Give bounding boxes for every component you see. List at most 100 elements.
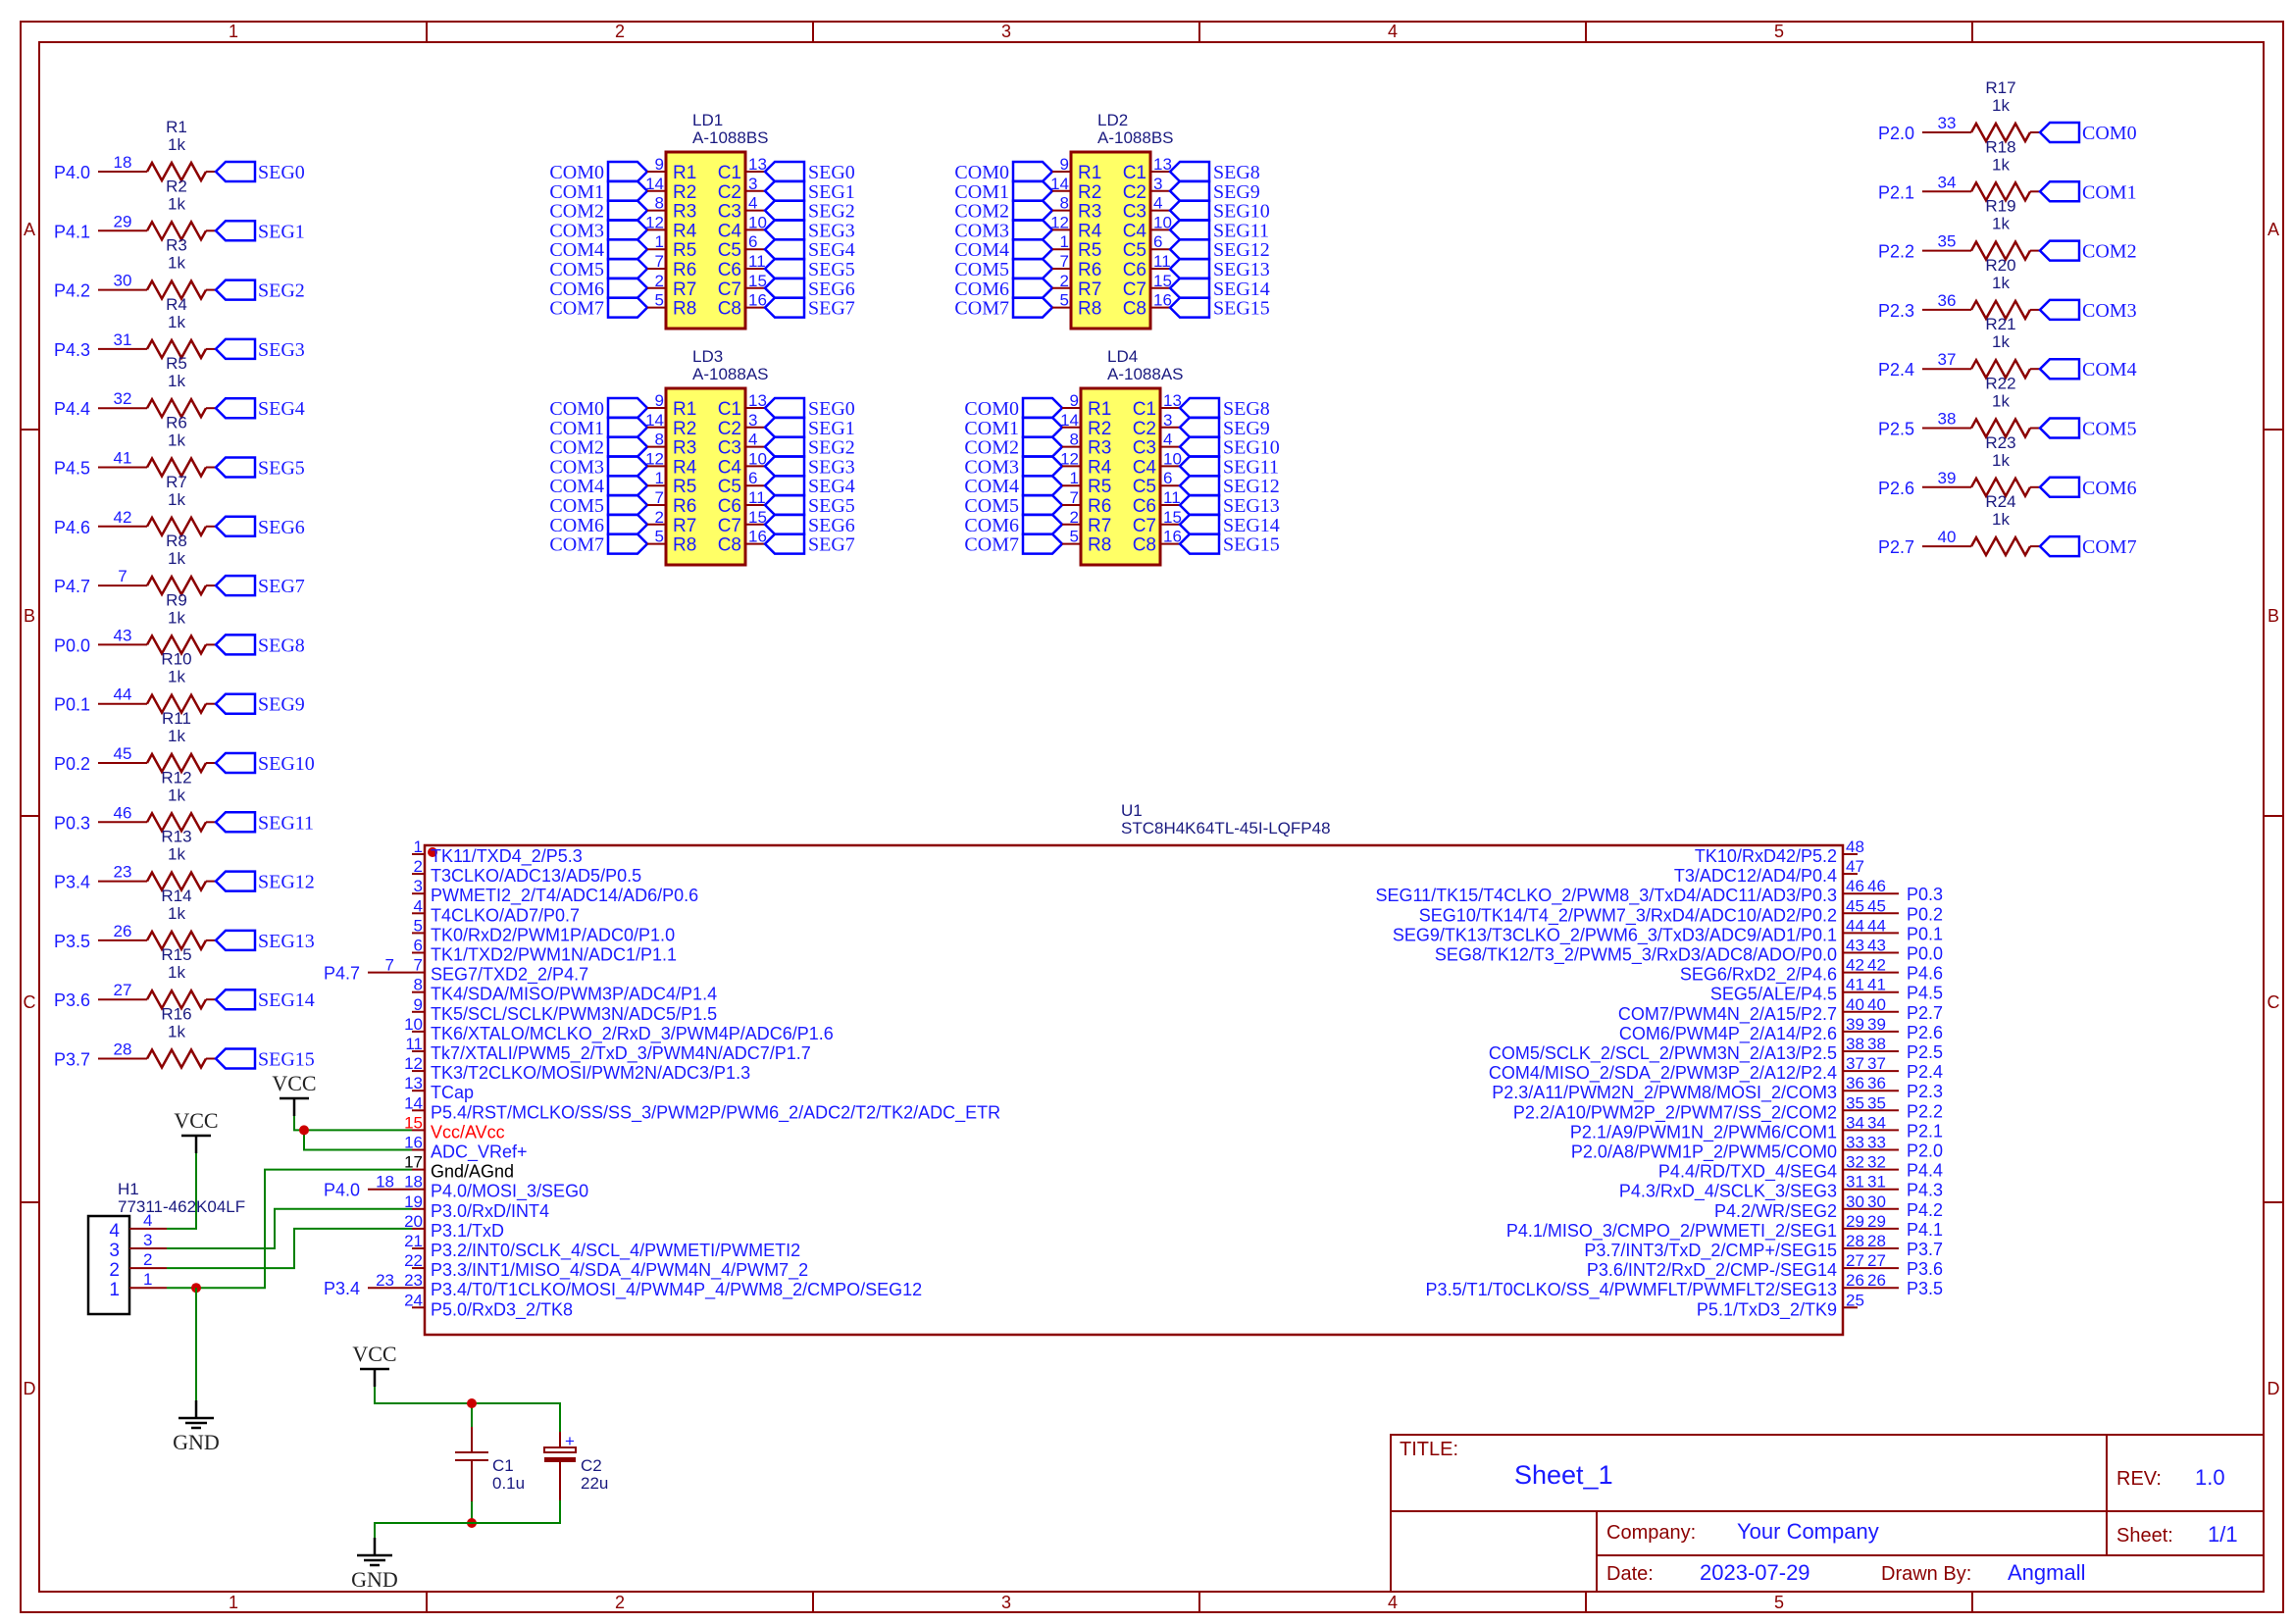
pin-number: 23: [376, 1271, 394, 1290]
pin-name: TK5/SCL/SCLK/PWM3N/ADC5/P1.5: [431, 1004, 717, 1024]
col-pin-name: C4: [718, 457, 742, 478]
resistor-symbol: [145, 751, 208, 775]
net-port-icon: [1168, 237, 1211, 261]
net-port-icon: [1021, 474, 1064, 497]
net-port-icon: [1011, 160, 1054, 183]
net-label: SEG11: [1223, 456, 1279, 478]
pin-name: T3CLKO/ADC13/AD5/P0.5: [431, 866, 641, 886]
net-label: SEG4: [808, 239, 855, 261]
row-pin-name: R2: [1088, 419, 1111, 439]
port-label: P2.0: [1878, 124, 1914, 143]
pin-number: 15: [1163, 508, 1182, 527]
pin-name: TK10/RxD42/P5.2: [1695, 846, 1837, 866]
row-pin-name: R8: [1078, 299, 1101, 320]
resistor-value: 1k: [1992, 332, 2010, 351]
net-label: SEG3: [258, 339, 305, 361]
pin-name: TK6/XTALO/MCLKO_2/RxD_3/PWM4P/ADC6/P1.6: [431, 1024, 834, 1044]
pin-number: 43: [114, 626, 132, 644]
pin-number: 38: [1938, 410, 1957, 429]
pin-name: COM4/MISO_2/SDA_2/PWM3P_2/A12/P2.4: [1489, 1063, 1837, 1084]
net-port-icon: [1168, 257, 1211, 280]
resistor-symbol: [1969, 357, 2032, 381]
net-label: SEG5: [808, 259, 855, 280]
pin-name: P3.4/T0/T1CLKO/MOSI_4/PWM4P_4/PWM8_2/CMP…: [431, 1280, 922, 1300]
resistor-ref: R15: [161, 945, 191, 964]
pin-number: 6: [748, 469, 757, 487]
pin-name: TCap: [431, 1083, 474, 1102]
pin-number: 7: [414, 956, 423, 975]
net-label: COM1: [954, 181, 1009, 203]
net-label: SEG13: [1213, 259, 1270, 280]
net-port-icon: [214, 396, 257, 420]
pin-number: 14: [645, 411, 664, 430]
net-label: SEG7: [808, 534, 855, 556]
col-pin-name: C5: [718, 240, 741, 261]
port-label: P3.5: [54, 932, 90, 951]
pin-name: SEG10/TK14/T4_2/PWM7_3/RxD4/ADC10/AD2/P0…: [1419, 905, 1837, 926]
pin-number: 26: [1846, 1271, 1864, 1290]
net-label: SEG12: [1213, 239, 1270, 261]
net-port-icon: [214, 337, 257, 361]
company-value: Your Company: [1737, 1519, 1879, 1544]
port-label: P2.3: [1878, 301, 1914, 321]
pin-number: 11: [405, 1035, 423, 1053]
pin-number: 5: [414, 916, 423, 935]
resistor-symbol: [145, 219, 208, 242]
port-label: P2.6: [1878, 479, 1914, 498]
port-label: P2.4: [1907, 1062, 1943, 1082]
resistor-ref: R5: [166, 354, 187, 373]
port-label: P2.4: [1878, 360, 1914, 380]
resistor-symbol: [145, 1046, 208, 1071]
column-label: 4: [1388, 22, 1398, 41]
component-ref: H1: [118, 1180, 139, 1198]
pin-number: 12: [1060, 449, 1079, 468]
pin-number: 37: [1867, 1054, 1886, 1073]
resistor-value: 1k: [168, 904, 185, 923]
port-label: P4.1: [1907, 1220, 1943, 1240]
net-label: COM4: [2082, 359, 2137, 381]
pin-number: 16: [1153, 291, 1172, 310]
net-label: SEG2: [258, 280, 305, 302]
net-port-icon: [763, 435, 806, 458]
net-port-icon: [1178, 474, 1221, 497]
net-label: SEG11: [1213, 220, 1269, 241]
net-label: COM2: [549, 201, 604, 223]
pin-number: 8: [655, 194, 664, 213]
port-label: P2.1: [1907, 1121, 1943, 1141]
pin-number: 10: [1163, 449, 1182, 468]
c2-plate: [544, 1457, 576, 1462]
net-port-icon: [1021, 533, 1064, 555]
pin-number: 34: [1867, 1113, 1886, 1132]
net-port-icon: [1178, 533, 1221, 555]
net-label: COM0: [2082, 123, 2137, 144]
pin-name: 4: [109, 1221, 120, 1242]
pin-number: 28: [1867, 1232, 1886, 1250]
resistor-ref: R14: [161, 887, 191, 905]
net-label: SEG5: [808, 495, 855, 517]
net-label: SEG6: [258, 517, 305, 538]
pin-name: P4.4/RD/TXD_4/SEG4: [1658, 1162, 1837, 1183]
resistor-symbol: [145, 337, 208, 361]
resistor-value: 1k: [168, 490, 185, 509]
pin-name: SEG7/TXD2_2/P4.7: [431, 965, 588, 986]
net-port-icon: [606, 533, 649, 555]
pin-number: 4: [143, 1211, 152, 1230]
net-label: SEG4: [808, 476, 855, 497]
pin-name: P4.3/RxD_4/SCLK_3/SEG3: [1619, 1182, 1837, 1202]
net-port-icon: [1011, 199, 1054, 222]
row-label: A: [2268, 220, 2279, 239]
net-label: COM4: [964, 476, 1019, 497]
pin-number: 36: [1846, 1074, 1864, 1092]
net-port-icon: [1011, 296, 1054, 319]
resistor-ref: R8: [166, 532, 187, 550]
net-port-icon: [214, 929, 257, 952]
pin-name: COM6/PWM4P_2/A14/P2.6: [1619, 1024, 1837, 1044]
